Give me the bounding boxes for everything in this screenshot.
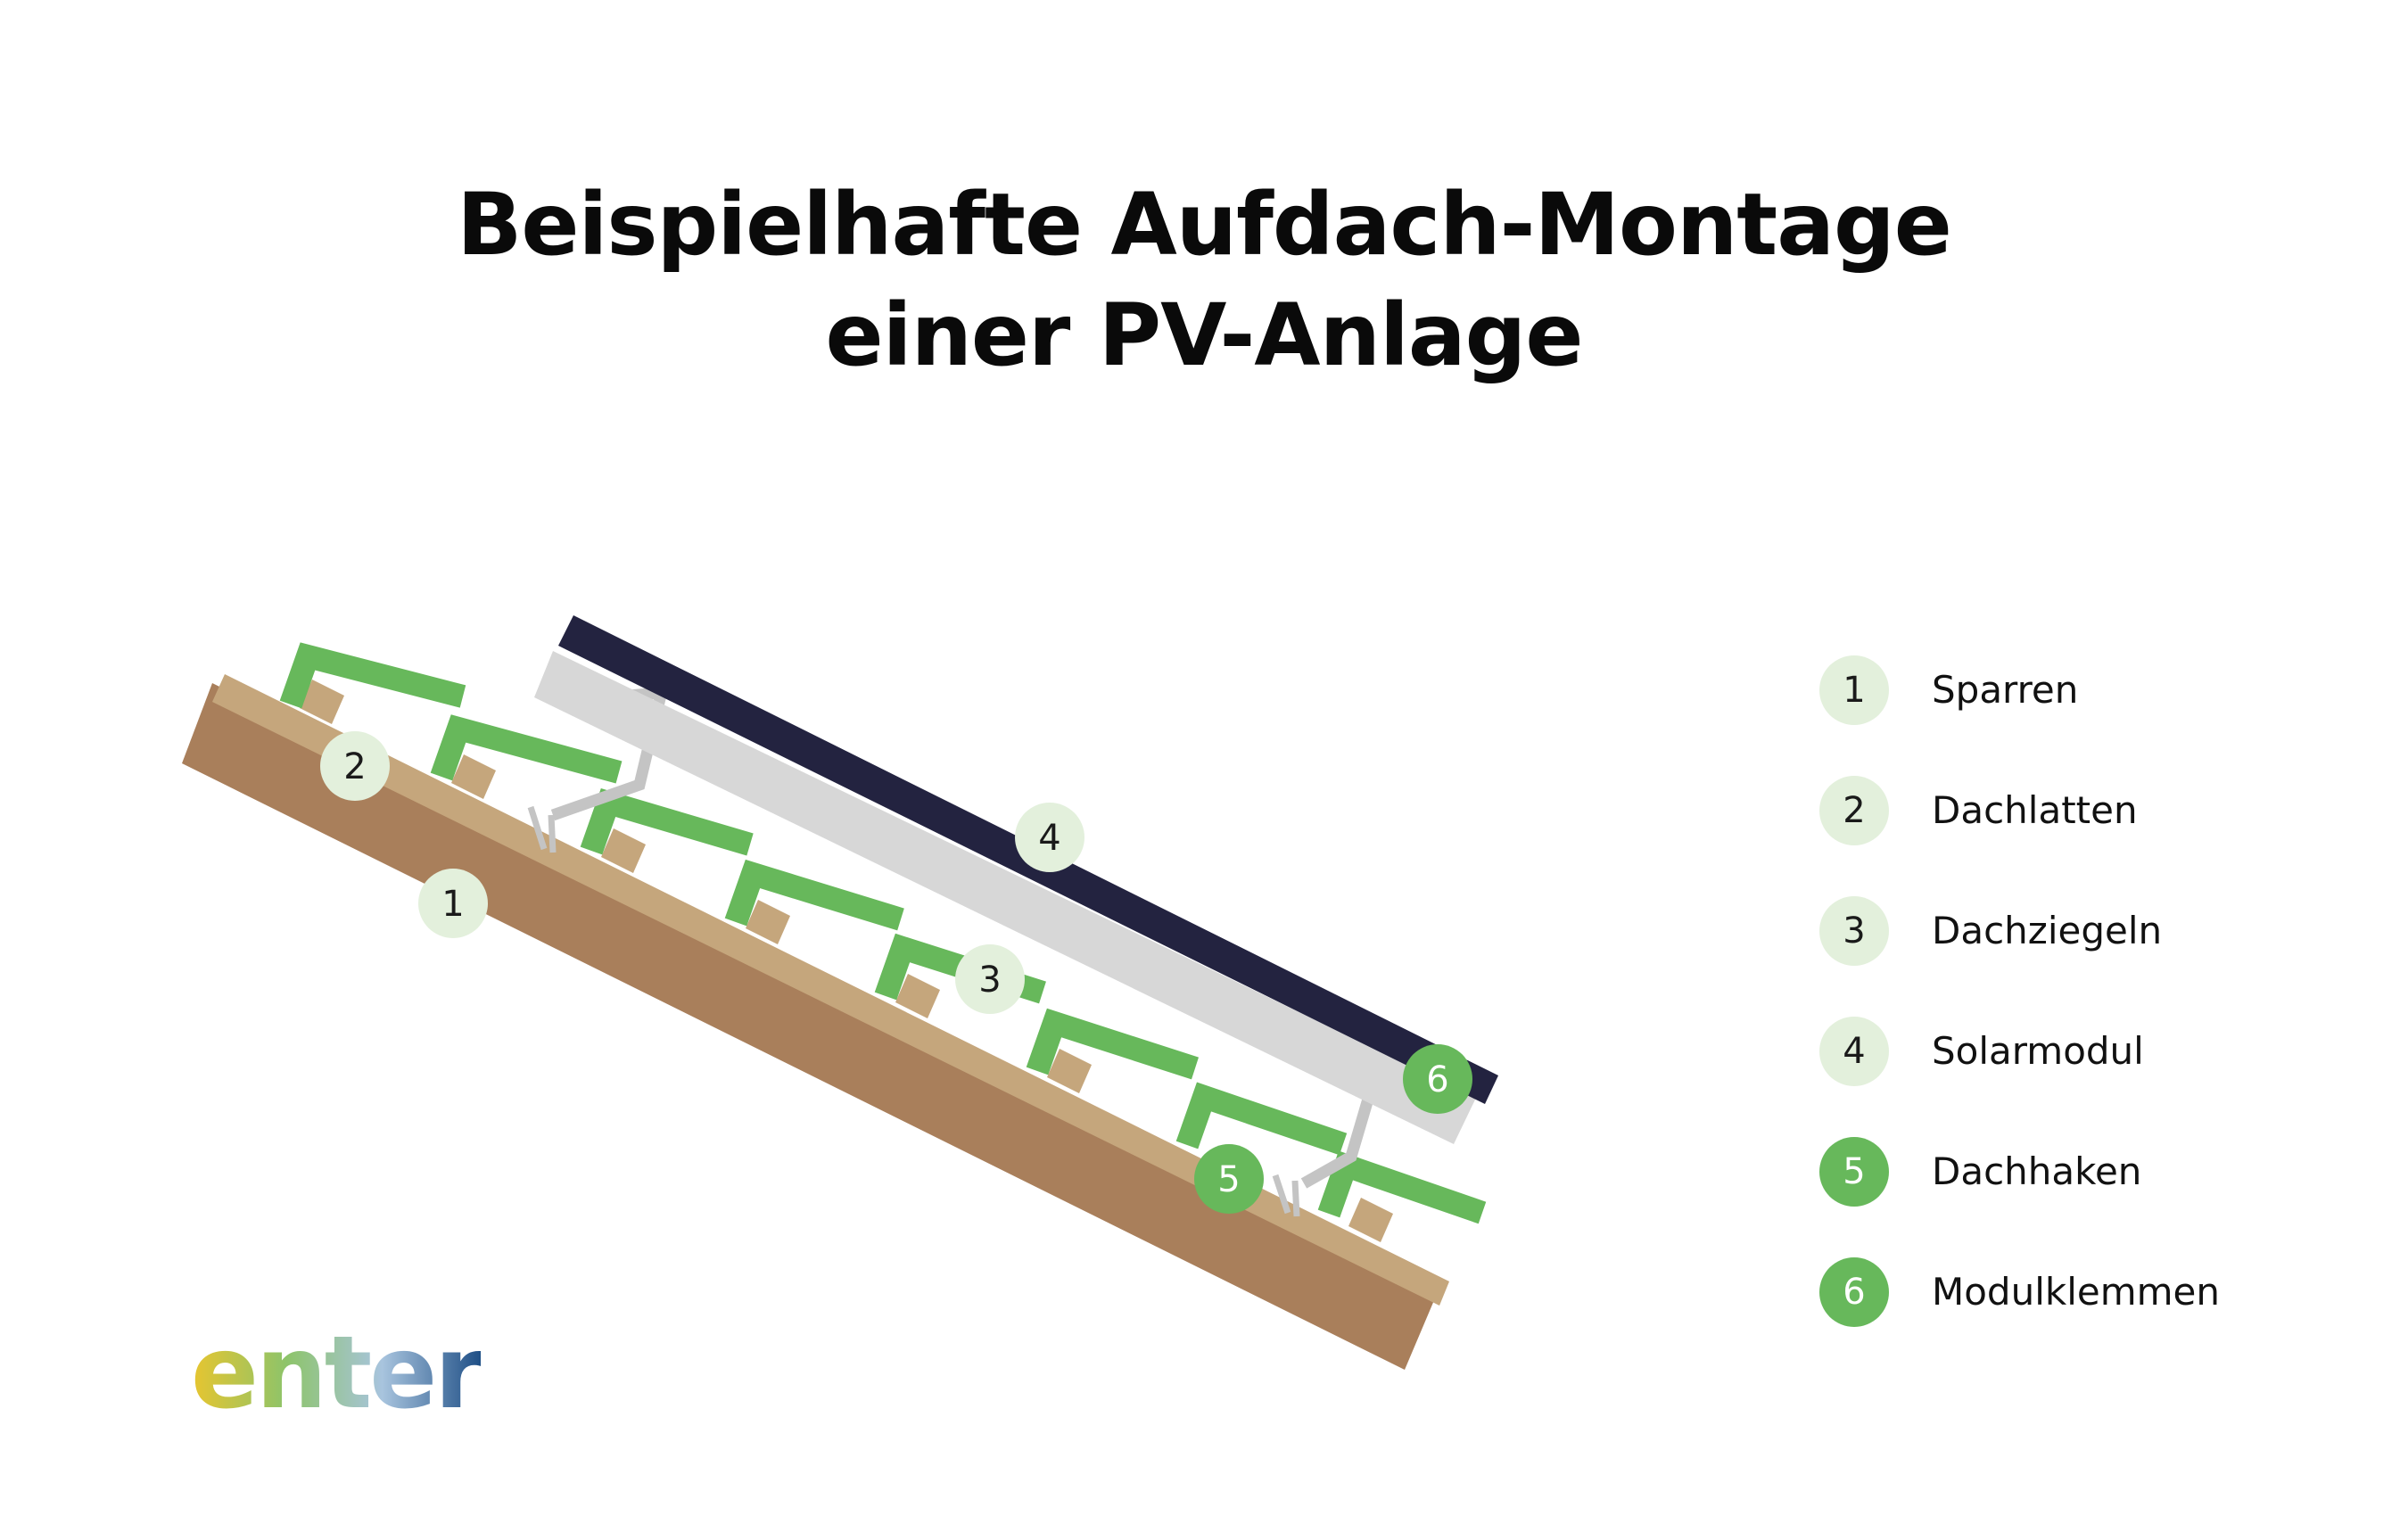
- callout-2: 2: [320, 731, 390, 801]
- callout-6: 6: [1403, 1044, 1472, 1114]
- callout-3: 3: [955, 944, 1025, 1014]
- callout-6-number: 6: [1426, 1059, 1448, 1100]
- roof-tiles: [279, 642, 1487, 1224]
- legend-badge-3: 3: [1819, 896, 1889, 966]
- legend-item-modulklemmen: 6 Modulklemmen: [1819, 1257, 2319, 1329]
- legend-label-solarmodul: Solarmodul: [1932, 1029, 2144, 1073]
- callout-2-badge: [320, 731, 390, 801]
- legend-item-dachziegeln: 3 Dachziegeln: [1819, 896, 2319, 968]
- callout-2-number: 2: [343, 746, 366, 787]
- title-line-2: einer PV-Anlage: [825, 285, 1584, 385]
- enter-logo: enter: [191, 1315, 483, 1431]
- callout-5-number: 5: [1217, 1159, 1240, 1200]
- legend-label-dachziegeln: Dachziegeln: [1932, 909, 2163, 952]
- callout-1-badge: [418, 869, 488, 938]
- title-line-1: Beispielhafte Aufdach-Montage: [457, 175, 1952, 275]
- callout-5: 5: [1194, 1144, 1264, 1214]
- legend-item-dachlatten: 2 Dachlatten: [1819, 776, 2319, 847]
- legend-badge-4: 4: [1819, 1017, 1889, 1086]
- page-title: Beispielhafte Aufdach-Montage einer PV-A…: [0, 169, 2408, 391]
- battens: [300, 680, 1393, 1242]
- legend-item-dachhaken: 5 Dachhaken: [1819, 1137, 2319, 1208]
- legend-badge-6: 6: [1819, 1257, 1889, 1327]
- callout-5-badge: [1194, 1144, 1264, 1214]
- legend-item-sparren: 1 Sparren: [1819, 655, 2319, 727]
- callout-1-number: 1: [441, 884, 464, 925]
- callout-6-badge: [1403, 1044, 1472, 1114]
- rafter-top-strip: [212, 674, 1449, 1306]
- legend-label-sparren: Sparren: [1932, 668, 2079, 712]
- callout-4-number: 4: [1038, 818, 1060, 859]
- legend-badge-5: 5: [1819, 1137, 1889, 1207]
- mounting-rail: [534, 651, 1476, 1144]
- callout-3-badge: [955, 944, 1025, 1014]
- callout-3-number: 3: [978, 960, 1001, 1001]
- legend-label-modulklemmen: Modulklemmen: [1932, 1270, 2220, 1314]
- callout-4-badge: [1015, 803, 1084, 872]
- legend-label-dachlatten: Dachlatten: [1932, 788, 2138, 832]
- callout-4: 4: [1015, 803, 1084, 872]
- callout-1: 1: [418, 869, 488, 938]
- legend-badge-2: 2: [1819, 776, 1889, 845]
- legend-label-dachhaken: Dachhaken: [1932, 1149, 2142, 1193]
- legend-item-solarmodul: 4 Solarmodul: [1819, 1017, 2319, 1088]
- legend-badge-1: 1: [1819, 655, 1889, 725]
- rafter: [182, 683, 1439, 1370]
